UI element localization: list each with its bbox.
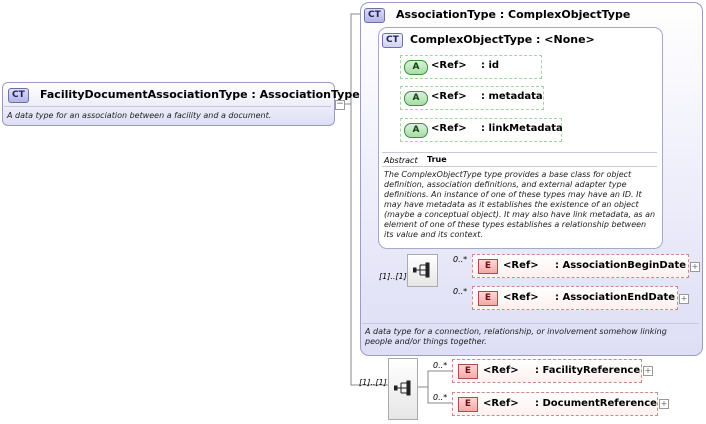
element-icon: E [458, 397, 478, 412]
element-occurrence: 0..* [433, 361, 448, 370]
element-ref: <Ref> [483, 365, 519, 376]
expand-toggle[interactable]: + [659, 399, 669, 409]
expand-toggle[interactable]: + [690, 262, 700, 272]
attribute-icon: A [404, 123, 428, 138]
element-ref: <Ref> [503, 260, 539, 271]
complex-type-icon: CT [8, 88, 29, 103]
complex-type-icon: CT [382, 33, 403, 48]
element-facility-reference[interactable]: E <Ref> : FacilityReference [452, 359, 642, 383]
collapse-toggle[interactable]: − [335, 99, 345, 110]
abstract-value: True [427, 155, 447, 164]
element-occurrence: 0..* [453, 255, 468, 264]
root-type-description: A data type for an association between a… [7, 111, 272, 120]
element-occurrence: 0..* [433, 393, 448, 402]
element-name: : AssociationBeginDate [555, 260, 687, 271]
element-ref: <Ref> [483, 398, 519, 409]
complex-object-divider [382, 166, 657, 167]
sequence-icon [394, 380, 411, 396]
attribute-name: : id [481, 60, 500, 71]
attribute-name: : linkMetadata [481, 123, 563, 134]
element-association-begin-date[interactable]: E <Ref> : AssociationBeginDate [472, 254, 689, 278]
element-occurrence: 0..* [453, 287, 468, 296]
expand-toggle[interactable]: + [643, 366, 653, 376]
attribute-icon: A [404, 60, 428, 75]
element-name: : DocumentReference [535, 398, 657, 409]
sequence-icon [413, 262, 430, 278]
abstract-label: Abstract [384, 156, 418, 165]
complex-type-icon: CT [364, 8, 385, 23]
attribute-ref: <Ref> [431, 60, 467, 71]
complex-object-divider [382, 152, 657, 153]
element-name: : AssociationEndDate [555, 292, 676, 303]
sequence-occurrence: [1]..[1] [379, 272, 407, 281]
attribute-id[interactable]: A <Ref> : id [400, 55, 542, 79]
root-type-box[interactable] [2, 82, 335, 126]
association-description: A data type for a connection, relationsh… [365, 327, 667, 346]
attribute-ref: <Ref> [431, 123, 467, 134]
element-icon: E [478, 291, 498, 306]
attribute-metadata[interactable]: A <Ref> : metadata [400, 86, 544, 110]
element-ref: <Ref> [503, 292, 539, 303]
complex-object-type-title: ComplexObjectType : <None> [410, 33, 595, 46]
element-icon: E [458, 364, 478, 379]
element-document-reference[interactable]: E <Ref> : DocumentReference [452, 392, 658, 416]
element-name: : FacilityReference [535, 365, 641, 376]
attribute-icon: A [404, 91, 428, 106]
association-type-title: AssociationType : ComplexObjectType [396, 8, 631, 21]
sequence-compositor[interactable] [388, 358, 418, 420]
attribute-link-metadata[interactable]: A <Ref> : linkMetadata [400, 118, 563, 142]
expand-toggle[interactable]: + [679, 294, 689, 304]
root-divider [4, 106, 331, 107]
element-association-end-date[interactable]: E <Ref> : AssociationEndDate [472, 286, 678, 310]
sequence-occurrence: [1]..[1] [359, 378, 387, 387]
element-icon: E [478, 259, 498, 274]
attribute-name: : metadata [481, 91, 543, 102]
attribute-ref: <Ref> [431, 91, 467, 102]
complex-object-description: The ComplexObjectType type provides a ba… [384, 170, 656, 239]
association-divider [362, 323, 699, 324]
root-type-title: FacilityDocumentAssociationType : Associ… [40, 88, 360, 101]
